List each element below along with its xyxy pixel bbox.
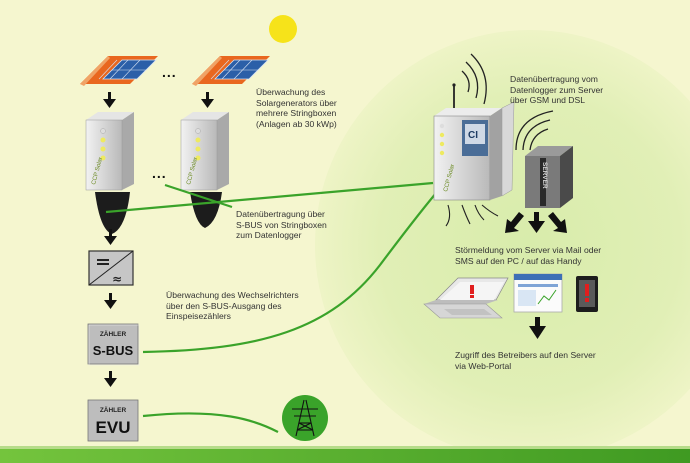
bottom-bar [0, 449, 690, 463]
label-fault-message: Störmeldung vom Server via Mail oder SMS… [455, 245, 602, 266]
arrow-down-icon [548, 212, 567, 233]
meter-evu-label: EVU [95, 418, 131, 437]
monitor-icon [513, 273, 563, 313]
inverter-icon: ≈ [88, 250, 134, 286]
solar-roof-1 [80, 56, 158, 86]
meter-evu-title: ZÄHLER [99, 407, 127, 414]
arrow-down-icon [104, 371, 117, 387]
svg-text:≈: ≈ [112, 272, 122, 286]
power-pylon-icon [282, 395, 328, 441]
label-sbus-transfer: Datenübertragung über S-BUS von Stringbo… [236, 209, 327, 241]
signal-waves-icon [515, 110, 554, 151]
solar-roof-2 [192, 56, 270, 86]
label-inverter-monitoring: Überwachung des Wechselrichters über den… [166, 290, 299, 322]
ellipsis-roofs: ... [162, 64, 177, 80]
background-glow [315, 30, 690, 460]
laptop-icon [423, 277, 509, 319]
arrow-down-icon [505, 212, 524, 233]
label-gsm-transfer: Datenübertragung vom Datenlogger zum Ser… [510, 74, 604, 106]
arrow-down-icon [528, 212, 545, 233]
label-portal-access: Zugriff des Betreibers auf den Server vi… [455, 350, 596, 371]
signal-waves-icon [461, 53, 487, 105]
label-string-monitoring: Überwachung des Solargenerators über meh… [256, 87, 337, 129]
meter-sbus [87, 323, 140, 366]
meter-evu [87, 399, 139, 442]
arrow-down-icon [529, 317, 546, 339]
phone-icon [576, 276, 598, 312]
meter-sbus-title: ZÄHLER [99, 331, 127, 338]
ellipsis-boxes: ... [152, 165, 167, 181]
meter-sbus-label: S-BUS [92, 343, 134, 358]
sun-icon [269, 15, 297, 43]
svg-text:SERVER: SERVER [541, 162, 548, 189]
arrow-down-icon [103, 92, 116, 108]
string-box-2: CCP Solar [180, 112, 229, 228]
arrow-down-icon [104, 229, 117, 245]
string-box-1: CCP Solar [85, 112, 134, 234]
arrow-down-icon [104, 293, 117, 309]
server-icon: SERVER [525, 146, 573, 208]
arrow-down-icon [201, 92, 214, 108]
sbus-connection-lines [105, 181, 443, 433]
datalogger-cabinet: CI CCP Solar [433, 83, 515, 227]
svg-text:CI: CI [468, 130, 478, 141]
